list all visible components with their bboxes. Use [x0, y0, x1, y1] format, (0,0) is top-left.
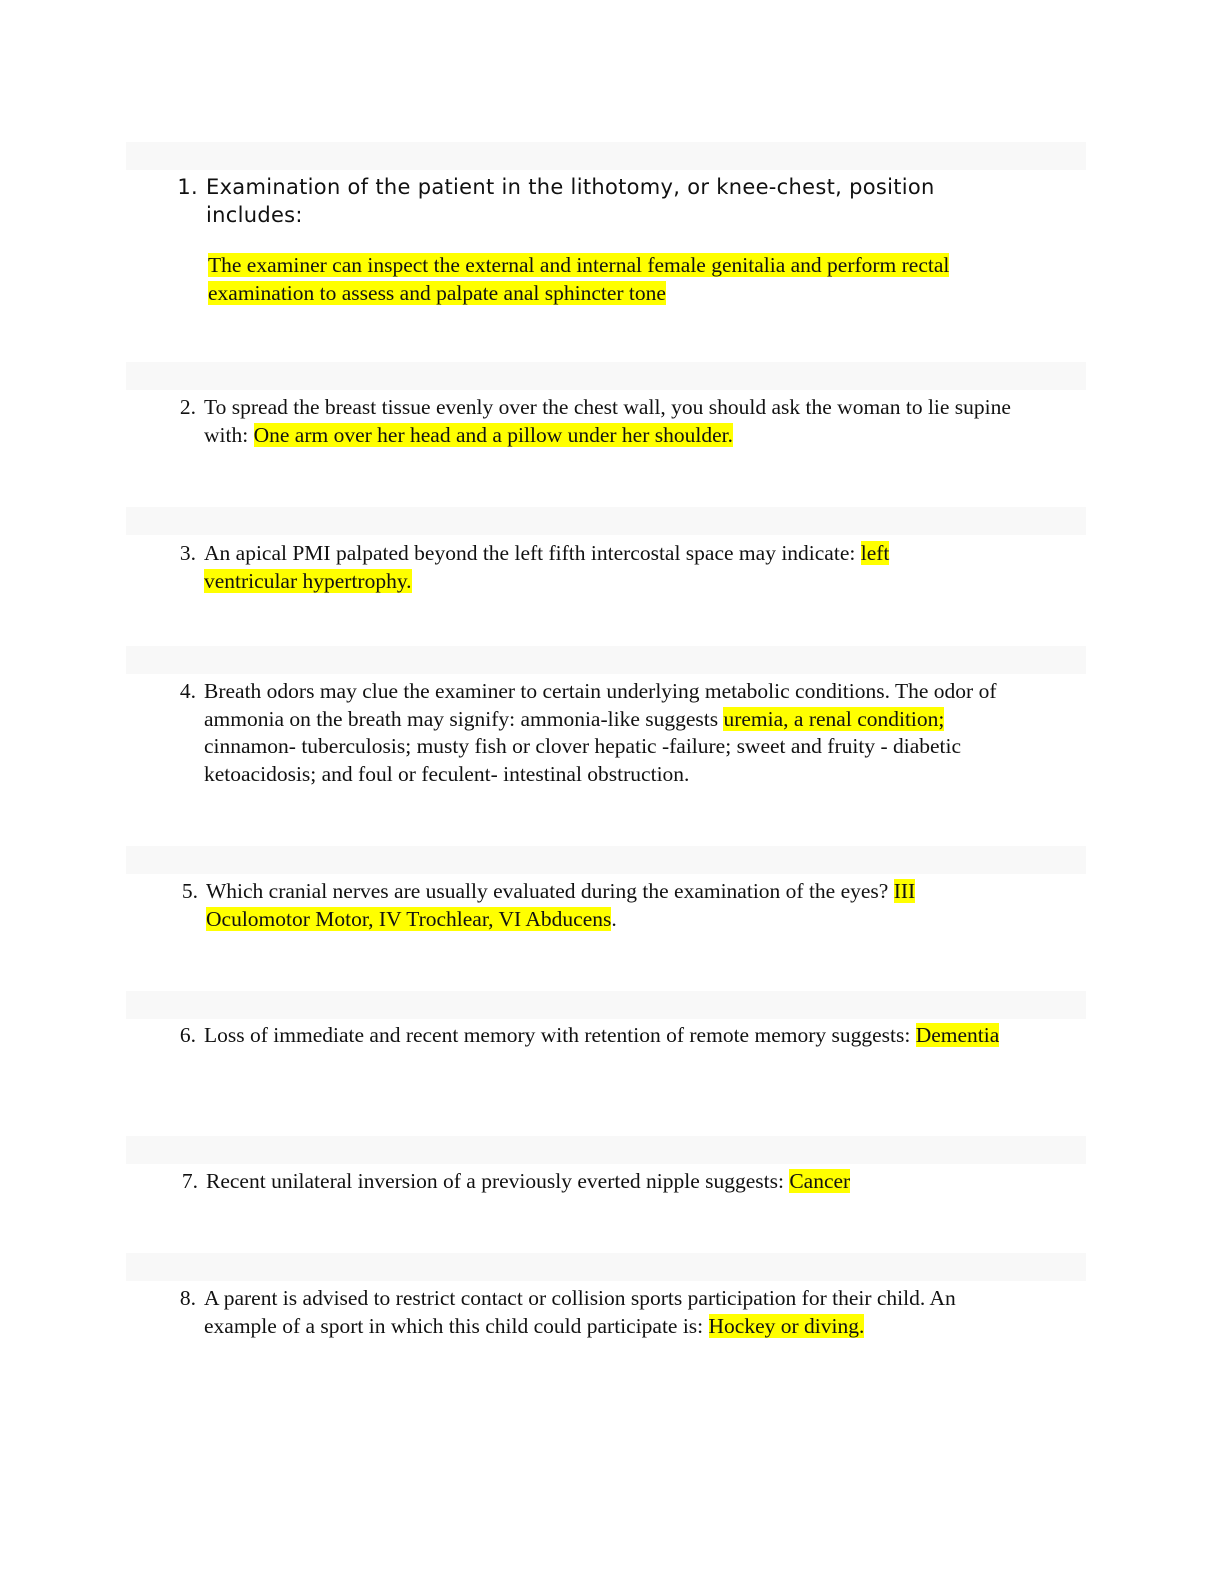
highlighted-answer: Hockey or diving.: [708, 1313, 865, 1338]
question-number: 5.: [181, 879, 198, 903]
question-number: 8.: [179, 1286, 196, 1310]
question-text: Examination of the patient in the lithot…: [206, 175, 935, 227]
separator-band: [126, 1253, 1086, 1281]
highlighted-answer: The examiner can inspect the external an…: [208, 253, 950, 305]
question-7: 7. Recent unilateral inversion of a prev…: [168, 1168, 1028, 1196]
question-text: Which cranial nerves are usually evaluat…: [206, 879, 894, 903]
question-body: Which cranial nerves are usually evaluat…: [206, 878, 1001, 933]
separator-band: [126, 1136, 1086, 1164]
question-1: 1. Examination of the patient in the lit…: [168, 173, 1028, 307]
question-number: 3.: [179, 541, 196, 565]
question-number: 2.: [179, 395, 196, 419]
question-text: An apical PMI palpated beyond the left f…: [204, 541, 861, 565]
separator-band: [126, 846, 1086, 874]
question-number: 7.: [181, 1169, 198, 1193]
question-body: Breath odors may clue the examiner to ce…: [204, 678, 1026, 788]
question-3: 3. An apical PMI palpated beyond the lef…: [166, 540, 1026, 595]
question-4: 4. Breath odors may clue the examiner to…: [166, 678, 1026, 788]
separator-band: [126, 507, 1086, 535]
question-body: To spread the breast tissue evenly over …: [204, 394, 1026, 449]
question-number: 1.: [177, 175, 198, 199]
question-number: 4.: [179, 679, 196, 703]
highlighted-answer: uremia, a renal condition;: [723, 706, 945, 731]
question-text: To spread the breast tissue evenly over …: [204, 395, 1011, 447]
separator-band: [126, 646, 1086, 674]
question-body: Recent unilateral inversion of a previou…: [206, 1168, 1028, 1196]
question-text: Breath odors may clue the examiner to ce…: [204, 679, 997, 731]
highlighted-answer: Cancer: [789, 1169, 851, 1193]
question-5: 5. Which cranial nerves are usually eval…: [168, 878, 1028, 933]
question-body: An apical PMI palpated beyond the left f…: [204, 540, 984, 595]
question-text-after: cinnamon- tuberculosis; musty fish or cl…: [204, 734, 962, 786]
highlighted-answer: One arm over her head and a pillow under…: [253, 422, 733, 447]
question-body: Loss of immediate and recent memory with…: [204, 1022, 1004, 1050]
answer-block: The examiner can inspect the external an…: [208, 251, 1028, 307]
question-text: Recent unilateral inversion of a previou…: [206, 1169, 790, 1193]
question-text: A parent is advised to restrict contact …: [204, 1286, 956, 1338]
question-2: 2. To spread the breast tissue evenly ov…: [166, 394, 1026, 449]
separator-band: [126, 142, 1086, 170]
separator-band: [126, 991, 1086, 1019]
question-text: Loss of immediate and recent memory with…: [204, 1023, 916, 1047]
question-body: A parent is advised to restrict contact …: [204, 1285, 1009, 1340]
highlighted-answer: Dementia: [915, 1023, 1000, 1047]
question-text-after: .: [611, 906, 617, 931]
question-number: 6.: [179, 1023, 196, 1047]
question-6: 6. Loss of immediate and recent memory w…: [166, 1022, 1026, 1050]
question-8: 8. A parent is advised to restrict conta…: [166, 1285, 1026, 1340]
separator-band: [126, 362, 1086, 390]
